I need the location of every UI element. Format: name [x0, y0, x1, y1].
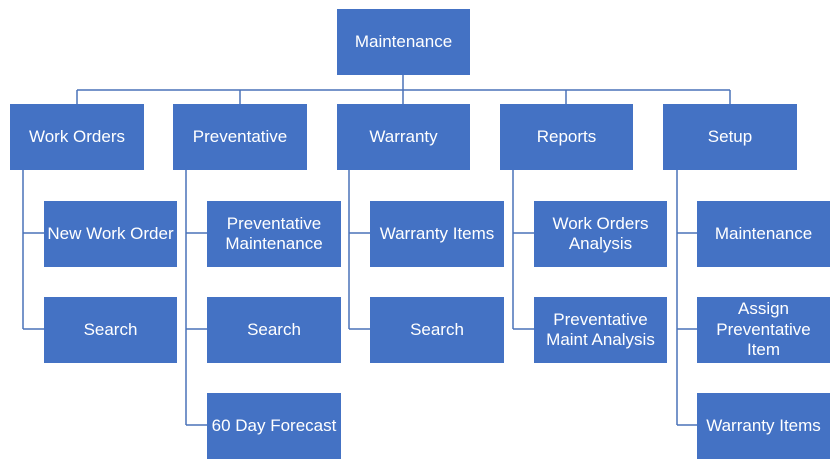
category-work-orders: Work Orders: [10, 104, 144, 170]
node-assign-preventative-item: Assign Preventative Item: [697, 297, 830, 363]
node-preventative-search: Search: [207, 297, 341, 363]
node-setup-maintenance: Maintenance: [697, 201, 830, 267]
category-setup: Setup: [663, 104, 797, 170]
node-work-orders-analysis: Work Orders Analysis: [534, 201, 667, 267]
node-new-work-order: New Work Order: [44, 201, 177, 267]
node-preventative-maint-analysis: Preventative Maint Analysis: [534, 297, 667, 363]
node-work-orders-search: Search: [44, 297, 177, 363]
category-warranty: Warranty: [337, 104, 470, 170]
node-60-day-forecast: 60 Day Forecast: [207, 393, 341, 459]
category-reports: Reports: [500, 104, 633, 170]
node-preventative-maintenance: Preventative Maintenance: [207, 201, 341, 267]
root-node-maintenance: Maintenance: [337, 9, 470, 75]
node-setup-warranty-items: Warranty Items: [697, 393, 830, 459]
node-warranty-search: Search: [370, 297, 504, 363]
category-preventative: Preventative: [173, 104, 307, 170]
node-warranty-items: Warranty Items: [370, 201, 504, 267]
